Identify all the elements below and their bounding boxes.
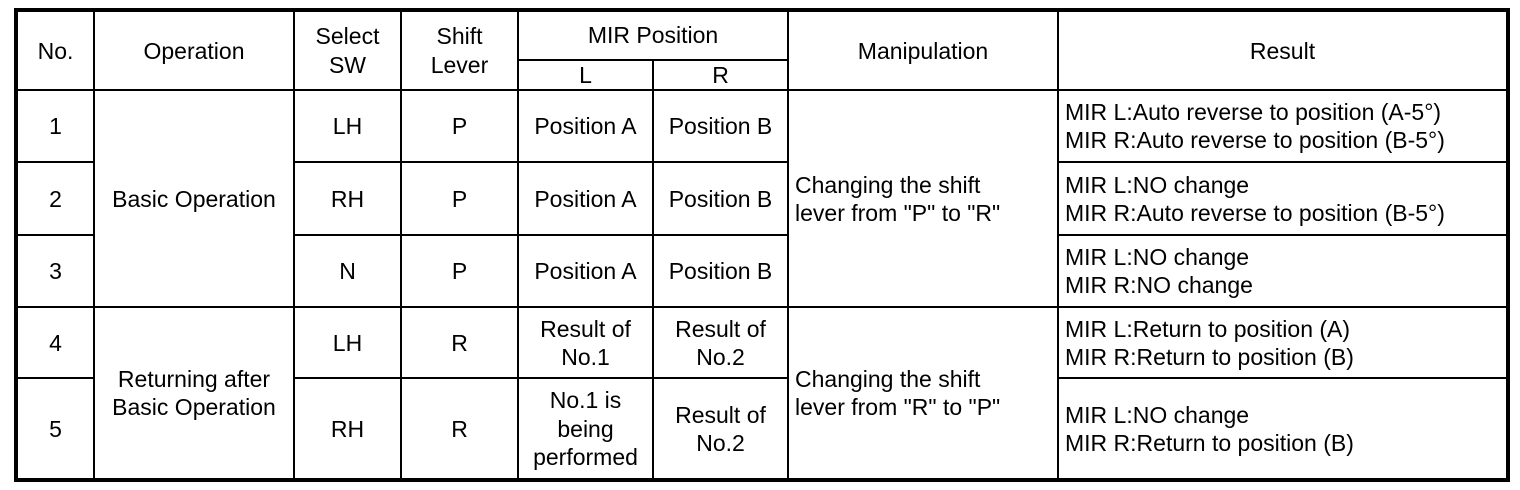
table-row: 2 RH P Position A Position B MIR L:NO ch… bbox=[15, 161, 1509, 237]
spec-table-container: No. Operation Select SW Shift Lever MIR … bbox=[14, 8, 1510, 483]
cell-select-sw: LH bbox=[293, 306, 402, 380]
cell-operation: Basic Operation bbox=[93, 89, 295, 309]
cell-mir-l: Position A bbox=[517, 89, 654, 164]
column-header-shift-lever: Shift Lever bbox=[400, 8, 519, 92]
cell-shift-lever: R bbox=[400, 377, 519, 482]
cell-no: 3 bbox=[15, 234, 95, 309]
cell-shift-lever: P bbox=[400, 89, 519, 164]
table-body: 1 Basic Operation LH P Position A Positi… bbox=[15, 89, 1509, 482]
cell-mir-r: Position B bbox=[652, 161, 789, 237]
table-row: 4 Returning after Basic Operation LH R R… bbox=[15, 306, 1509, 482]
cell-shift-lever: R bbox=[400, 306, 519, 380]
cell-select-sw: LH bbox=[293, 89, 402, 164]
cell-manipulation: Changing the shift lever from "P" to "R" bbox=[787, 89, 1059, 309]
table-row: 5 RH R No.1 is being performed Result of… bbox=[15, 377, 1509, 482]
cell-no: 4 bbox=[15, 306, 95, 380]
column-header-manipulation: Manipulation bbox=[787, 8, 1059, 92]
cell-result: MIR L:NO change MIR R:NO change bbox=[1057, 234, 1509, 309]
cell-result: MIR L:NO change MIR R:Return to position… bbox=[1057, 377, 1509, 482]
cell-no: 5 bbox=[15, 377, 95, 482]
cell-shift-lever: P bbox=[400, 234, 519, 309]
table-header: No. Operation Select SW Shift Lever MIR … bbox=[15, 8, 1509, 92]
column-header-select-sw: Select SW bbox=[293, 8, 402, 92]
cell-no: 1 bbox=[15, 89, 95, 164]
cell-result: MIR L:NO change MIR R:Auto reverse to po… bbox=[1057, 161, 1509, 237]
cell-mir-l: Position A bbox=[517, 161, 654, 237]
table-row: 1 Basic Operation LH P Position A Positi… bbox=[15, 89, 1509, 309]
cell-mir-l: No.1 is being performed bbox=[517, 377, 654, 482]
cell-mir-r: Position B bbox=[652, 234, 789, 309]
column-header-no: No. bbox=[15, 8, 95, 92]
column-header-mir-l: L bbox=[517, 58, 654, 92]
cell-select-sw: RH bbox=[293, 377, 402, 482]
cell-mir-r: Result of No.2 bbox=[652, 306, 789, 380]
header-row-primary: No. Operation Select SW Shift Lever MIR … bbox=[15, 8, 1509, 92]
cell-result: MIR L:Return to position (A) MIR R:Retur… bbox=[1057, 306, 1509, 380]
cell-result: MIR L:Auto reverse to position (A-5°) MI… bbox=[1057, 89, 1509, 164]
cell-select-sw: N bbox=[293, 234, 402, 309]
cell-no: 2 bbox=[15, 161, 95, 237]
mir-operation-table: No. Operation Select SW Shift Lever MIR … bbox=[14, 8, 1510, 483]
cell-operation: Returning after Basic Operation bbox=[93, 306, 295, 482]
cell-mir-r: Position B bbox=[652, 89, 789, 164]
cell-select-sw: RH bbox=[293, 161, 402, 237]
cell-mir-l: Result of No.1 bbox=[517, 306, 654, 380]
column-header-mir-position: MIR Position bbox=[517, 9, 789, 61]
column-header-operation: Operation bbox=[93, 8, 295, 92]
cell-shift-lever: P bbox=[400, 161, 519, 237]
column-header-result: Result bbox=[1057, 8, 1509, 92]
column-header-mir-r: R bbox=[652, 58, 789, 92]
cell-manipulation: Changing the shift lever from "R" to "P" bbox=[787, 306, 1059, 482]
cell-mir-r: Result of No.2 bbox=[652, 377, 789, 482]
cell-mir-l: Position A bbox=[517, 234, 654, 309]
table-row: 3 N P Position A Position B MIR L:NO cha… bbox=[15, 234, 1509, 309]
header-row-secondary: L R bbox=[16, 58, 1508, 92]
